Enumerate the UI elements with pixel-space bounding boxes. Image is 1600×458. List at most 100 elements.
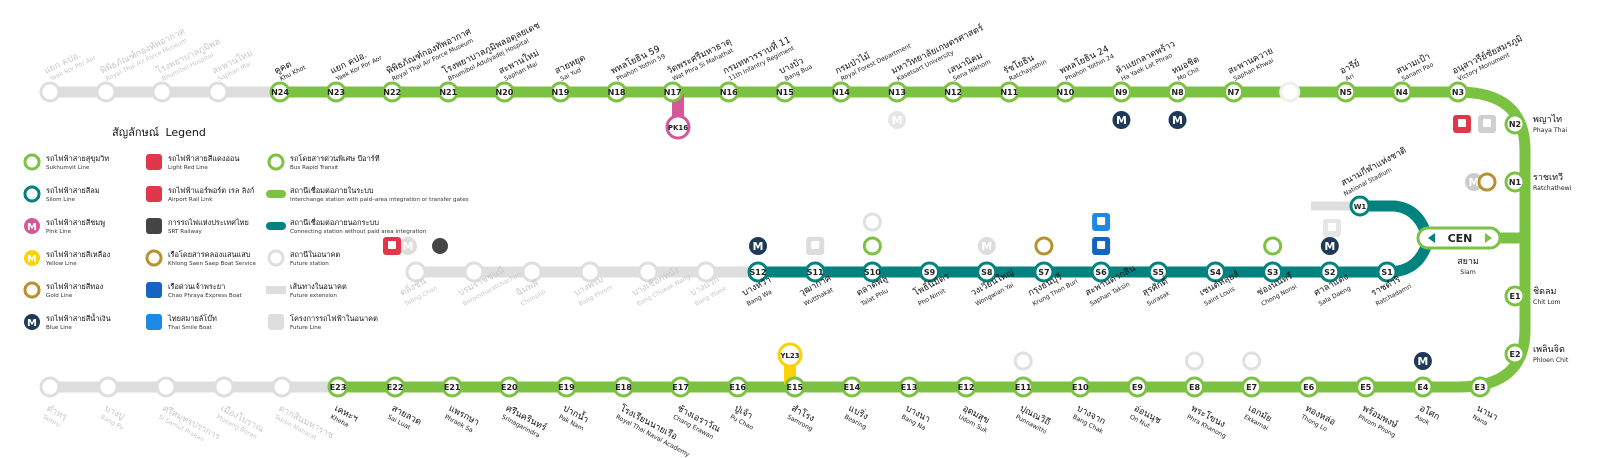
station-bottom-5-marker [613,376,634,398]
future-top-0-marker [39,81,61,103]
station-top-3-code: N21 [439,88,457,97]
future-silom-3-marker [579,261,601,283]
station-top-17-code: N7 [1227,88,1239,97]
station-bottom-14-code: E9 [1132,383,1143,392]
blue-line-icon-n9 [1112,111,1131,129]
cen-station-siam[interactable]: CEN สยาม Siam [1416,226,1502,276]
station-top-12-code: N12 [944,88,962,97]
legend-item-9-en: Khlong Saen Saep Boat Service [168,261,256,267]
legend-item-14-en: Connecting station without paid area int… [290,229,427,235]
station-right-0-marker [1504,113,1526,135]
future-top-1-marker [95,81,117,103]
future-icon-e7 [1242,351,1262,371]
station-top-2-marker [381,81,403,103]
arrow-right-icon [1485,233,1492,243]
station-bottom-11-code: E12 [958,383,975,392]
station-silom-7-code: S5 [1153,268,1165,277]
brt-icon [267,153,285,171]
station-right-2-code: E1 [1509,292,1520,301]
legend-item-2-th: รถไฟฟ้าสายสีชมพู [46,218,105,227]
station-top-0-code: N24 [271,88,289,97]
legend-item-12: รถโดยสารด่วนพิเศษ บีอาร์ทีBus Rapid Tran… [267,153,380,171]
station-silom-2-code: S10 [864,268,881,277]
station-top-8-marker [718,81,740,103]
svg-text:M: M [892,114,903,127]
station-bottom-18-marker [1355,376,1377,398]
brt-icon-s3 [1263,236,1283,256]
srt-railway-icon-west [432,238,448,254]
legend-item-6-th: รถไฟฟ้าสายสีแดงอ่อน [168,154,239,163]
future-bottom-3-marker [213,376,235,398]
legend-item-5-en: Blue Line [46,325,72,331]
legend-item-16-en: Future extension [290,293,337,299]
station-bottom-3-marker [498,376,520,398]
station-bottom-15-marker [1184,376,1205,398]
station-silom-5-marker [1033,261,1055,283]
station-top-13-code: N11 [1000,88,1018,97]
light-red-line-icon [146,154,162,170]
legend-item-3-en: Yellow Line [45,261,77,267]
station-bottom-12-marker [1012,376,1034,398]
station-silom-3-code: S9 [924,268,936,277]
station-top-5-marker [549,81,571,103]
station-bottom-1-marker [384,376,406,398]
station-bottom-0-marker [327,376,349,398]
legend-title-th: สัญลักษณ์ [112,126,159,139]
legend-item-1-th: รถไฟฟ้าสายสีลม [46,186,100,195]
srt-railway-icon [146,218,162,234]
legend-item-12-en: Bus Rapid Transit [290,165,339,171]
station-bottom-5-code: E18 [615,383,632,392]
station-top-18[interactable] [1279,81,1301,103]
chao-phraya-boat-icon [146,282,162,298]
legend-item-11-th: ไทยสมายล์โบ๊ท [167,314,217,323]
station-top-3-marker [437,81,459,103]
station-top-17-marker [1223,81,1245,103]
station-top-1-marker [325,81,347,103]
blue-line-icon-s2 [1320,237,1339,255]
station-silom-3-marker [919,261,941,283]
station-top-6-code: N18 [608,88,626,97]
future-bottom-0-marker [39,376,61,398]
station-top-21-marker [1447,81,1469,103]
future-line-icon [268,314,284,330]
future-icon-s10 [862,212,882,232]
svg-text:สัญลักษณ์ Legend: สัญลักษณ์ Legend [112,126,206,139]
station-top-12-marker [942,81,964,103]
legend-item-13-en: Interchange station with paid–area integ… [290,197,469,203]
interchange-unpaid-icon [266,222,286,230]
legend-item-0-th: รถไฟฟ้าสายสุขุมวิท [46,154,109,163]
station-silom-4-marker [976,261,998,283]
interchange-paid-icon [266,190,286,198]
station-top-18-marker [1279,81,1301,103]
station-top-13-marker [998,81,1020,103]
station-silom-5-code: S7 [1038,268,1049,277]
station-silom-0-code: S12 [750,268,767,277]
yellow-line-icon [24,250,40,266]
station-bottom-17-marker [1298,376,1320,398]
silom-line-icon [23,185,41,203]
legend-item-10-en: Chao Phraya Express Boat [168,293,243,299]
station-bottom-10-code: E13 [901,383,918,392]
station-top-14-marker [1054,81,1076,103]
legend-item-8-th: การรถไฟแห่งประเทศไทย [168,218,249,227]
station-bottom-7-marker [727,376,749,398]
station-silom-2-marker [861,261,883,283]
legend-item-2-en: Pink Line [46,229,72,235]
station-bottom-20-marker [1469,376,1491,398]
